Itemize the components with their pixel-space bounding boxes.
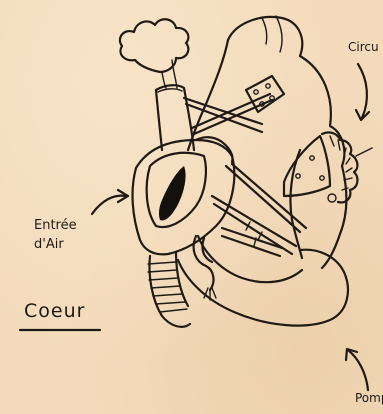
spring-lead bbox=[356, 148, 372, 156]
label-entree-dair: Entrée d'Air bbox=[34, 216, 77, 254]
rivet bbox=[310, 156, 314, 160]
small-tube-loop bbox=[194, 236, 214, 290]
arrow-circu bbox=[358, 64, 367, 118]
rivet bbox=[254, 90, 258, 94]
rivet bbox=[296, 174, 300, 178]
upper-heart-seam bbox=[262, 16, 282, 52]
arrow-entree bbox=[92, 196, 126, 214]
label-pomp: Pomp bbox=[355, 391, 383, 405]
right-heart-body bbox=[322, 166, 346, 268]
intake-tube-rim bbox=[158, 89, 182, 92]
steam-puff bbox=[120, 19, 188, 72]
label-circu: Circu bbox=[348, 40, 379, 54]
rivet bbox=[266, 84, 270, 88]
upper-heart-body bbox=[228, 17, 344, 166]
arrow-pomp bbox=[348, 350, 368, 390]
riveted-plate-upper bbox=[246, 76, 284, 112]
diagram-title: Coeur bbox=[24, 300, 85, 322]
valve-knob bbox=[328, 194, 336, 202]
rivet bbox=[320, 176, 324, 180]
tube-tassel bbox=[204, 288, 216, 300]
chamber-dark-slit bbox=[159, 166, 186, 221]
lower-pump-bulb bbox=[178, 250, 348, 326]
